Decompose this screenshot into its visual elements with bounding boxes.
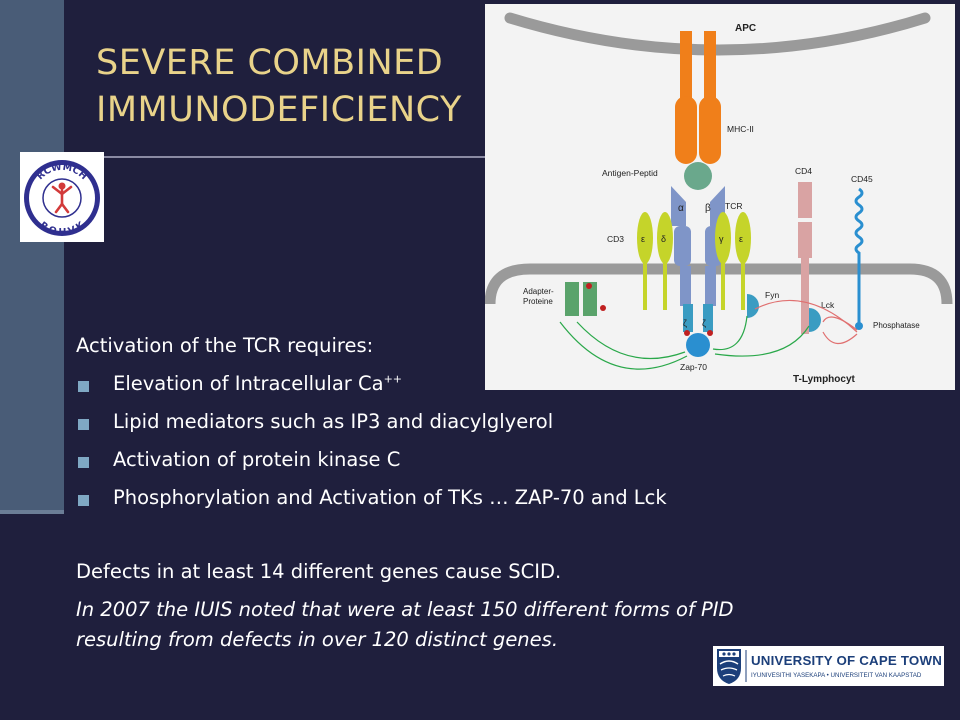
cd3-label: CD3 [607,234,624,244]
iuis-line-1: In 2007 the IUIS noted that were at leas… [76,598,734,621]
mhc-ii [675,31,721,164]
lck-kinase [809,308,821,332]
uct-subtitle: IYUNIVESITHI YASEKAPA • UNIVERSITEIT VAN… [751,672,922,679]
fyn-label: Fyn [765,290,779,300]
calcium-superscript: ++ [383,372,402,386]
side-band [0,0,64,512]
apc-label: APC [735,23,756,34]
arrow-phos-lck-2 [822,331,858,345]
cd4-label: CD4 [795,166,812,176]
uct-crest-icon [717,649,741,684]
antigen-label: Antigen-Peptid [602,168,658,178]
arrow-zap-adapter-2 [559,321,688,370]
rcwmch-logo: RCWMCH ROHVK [20,152,104,242]
adapter-label-1: Adapter- [523,287,554,296]
zeta-label-2: ζ [702,318,706,328]
cd45-label: CD45 [851,174,873,184]
arrow-zap-adapter [576,321,686,360]
bullet-lipid: Lipid mediators such as IP3 and diacylgl… [76,410,553,433]
zap70-kinase [686,333,710,357]
uct-name: UNIVERSITY OF CAPE TOWN [751,653,942,668]
cd3-gamma-label: γ [719,234,724,244]
tcr-beta-label: β [705,203,711,214]
cd45-receptor [854,187,864,324]
zeta-label-1: ζ [683,318,687,328]
cd3-epsilon-label-2: ε [739,234,743,244]
tlymph-label: T-Lymphocyt [793,374,856,385]
arrow-phos-fyn [754,299,858,333]
uct-logo: UNIVERSITY OF CAPE TOWN IYUNIVESITHI YAS… [713,646,944,686]
zeta-chain-2 [703,304,713,332]
arrow-lck-zap [714,325,810,357]
cd3-epsilon-label-1: ε [641,234,645,244]
title-rule [64,156,494,158]
arrow-phos-lck [822,316,858,331]
defects-line: Defects in at least 14 different genes c… [76,560,562,583]
zap70-label: Zap-70 [680,362,707,372]
adapter-protein-2 [583,282,597,316]
cd4-receptor [798,182,812,334]
lck-label: Lck [821,300,835,310]
adapter-label-2: Proteine [523,297,553,306]
slide-title: SEVERE COMBINED IMMUNODEFICIENCY [96,40,462,134]
tcr-label: TCR [725,201,742,211]
mhc-label: MHC-II [727,124,754,134]
arrow-fyn-zap [712,315,748,351]
bullet-calcium-text: Elevation of Intracellular Ca [113,372,384,395]
bullet-calcium: Elevation of Intracellular Ca++ [76,372,402,395]
bullet-tks: Phosphorylation and Activation of TKs … … [76,486,667,509]
side-band-edge [0,510,64,514]
iuis-line-2: resulting from defects in over 120 disti… [76,628,559,651]
bullet-pkc: Activation of protein kinase C [76,448,400,471]
cd3-chains [637,212,751,310]
adapter-protein-1 [565,282,579,316]
zeta-chain-1 [683,304,693,332]
title-line-1: SEVERE COMBINED [96,43,444,83]
title-line-2: IMMUNODEFICIENCY [96,90,462,130]
apc-membrane [504,12,931,56]
tcr-diagram: APC MHC-II Antigen-Peptid α β TCR ζ [484,4,955,390]
antigen-peptide [684,162,712,190]
tcell-membrane [484,263,953,305]
tcr-alpha-label: α [678,203,684,214]
activation-intro: Activation of the TCR requires: [76,334,374,357]
fyn-kinase [747,294,759,318]
phosphatase-label: Phosphatase [873,321,920,330]
cd3-delta-label: δ [661,234,666,244]
child-figure-icon [51,182,73,214]
